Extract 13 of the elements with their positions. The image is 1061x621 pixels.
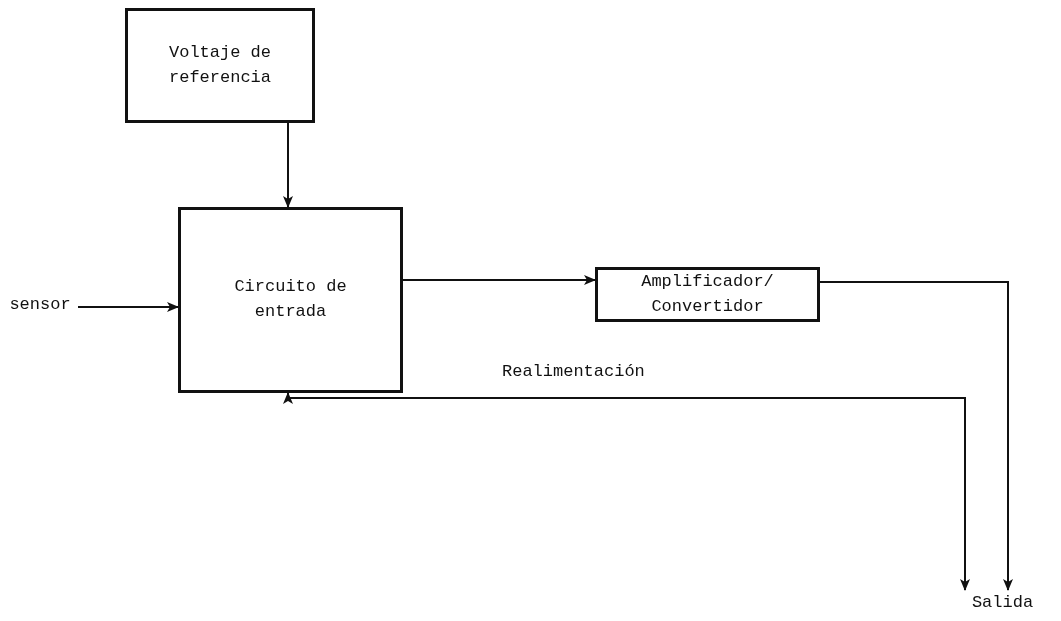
arrow <box>402 275 596 285</box>
arrow <box>819 281 1013 591</box>
block-label: Amplificador/ Convertidor <box>640 270 775 318</box>
input-circuit-block <box>178 207 403 393</box>
input-label: sensor <box>9 293 71 316</box>
output-label: Salida <box>971 591 1034 614</box>
arrow <box>283 122 293 208</box>
amplifier-block <box>595 267 820 322</box>
arrow <box>77 302 179 312</box>
block-label: Circuito de entrada <box>233 276 348 323</box>
arrow <box>283 392 970 591</box>
reference-voltage-block <box>125 8 315 123</box>
block-label: Voltaje de referencia <box>168 41 272 89</box>
